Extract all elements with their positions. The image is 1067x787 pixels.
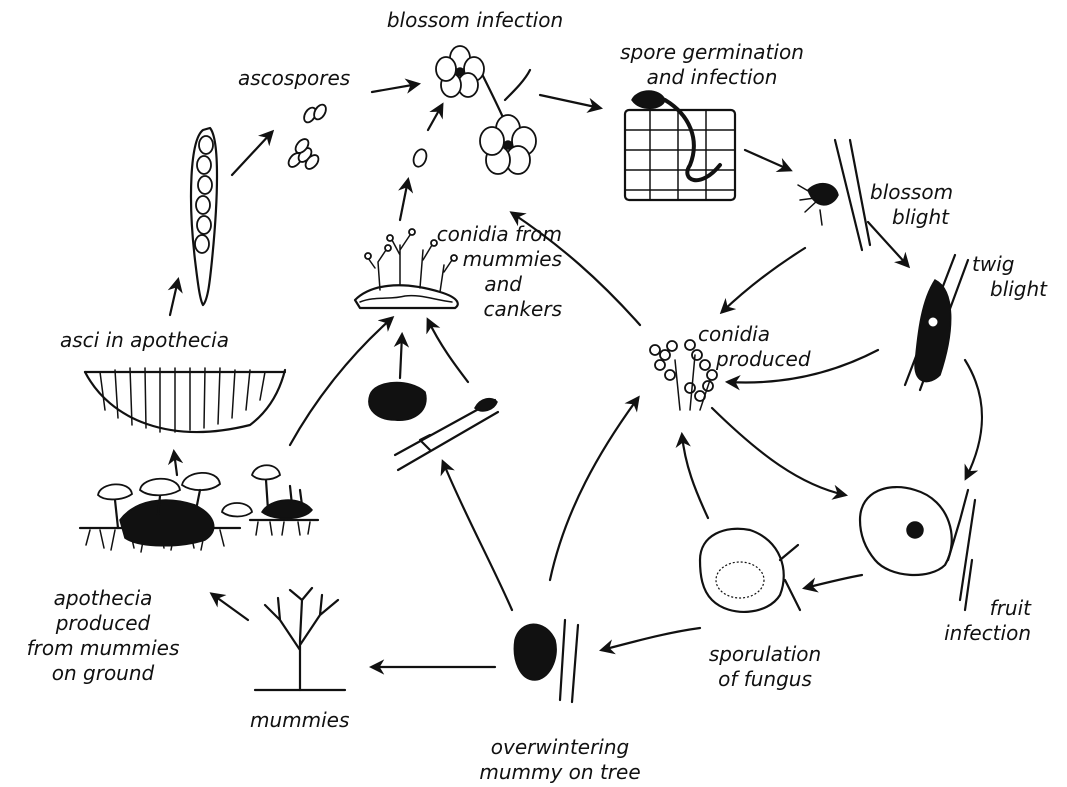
label-ascospores: ascospores: [238, 66, 350, 91]
label-line: spore germination: [592, 40, 832, 65]
overwintering-mummy-drawing: [514, 620, 578, 702]
blossom-flowers: [436, 46, 536, 174]
apothecia-on-ground: [80, 473, 252, 552]
fruit-infection-drawing: [860, 487, 975, 610]
label-overwintering: overwintering mummy on tree: [460, 735, 660, 785]
arrow-ascospores-to-blossom: [372, 84, 418, 92]
label-line: mummies: [390, 247, 562, 272]
label-spore-germination: spore germination and infection: [592, 40, 832, 90]
sporulating-fruit-drawing: [700, 529, 800, 612]
label-fruit-infection: fruit infection: [905, 596, 1031, 646]
ascospores-drawing: [286, 103, 429, 172]
label-asci-in-apothecia: asci in apothecia: [60, 328, 229, 353]
arrow-germination-to-blight: [745, 150, 790, 170]
twig-blight-drawing: [905, 255, 968, 390]
cycle-arrows: [170, 84, 982, 667]
label-line: conidia from: [390, 222, 562, 247]
arrow-ground-to-conidia-sources: [290, 318, 392, 445]
label-line: apothecia: [8, 586, 198, 611]
label-line: mummies: [250, 708, 349, 733]
blossom-blight-twig: [798, 140, 870, 250]
spore-germination-drawing: [625, 91, 735, 200]
label-twig-blight: twig blight: [962, 252, 1047, 302]
arrow-overwinter-to-mummy: [443, 462, 512, 610]
label-line: on ground: [8, 661, 198, 686]
label-line: of fungus: [690, 667, 840, 692]
arrow-blossom-to-germination: [540, 95, 600, 108]
arrow-blight-to-conidia: [722, 248, 805, 312]
label-line: blossom infection: [365, 8, 585, 33]
label-line: overwintering: [460, 735, 660, 760]
label-line: produced: [698, 347, 811, 372]
label-conidia-produced: conidia produced: [698, 322, 811, 372]
small-apothecia-on-ground: [250, 465, 318, 535]
label-mummies: mummies: [250, 708, 349, 733]
label-blossom-blight: blossom blight: [870, 180, 953, 230]
arrow-conidia-to-fruit: [712, 408, 845, 495]
arrow-ground-to-apothecia-asci: [174, 452, 177, 475]
arrow-sporulation-to-conidia: [682, 435, 708, 518]
label-line: and: [390, 272, 562, 297]
arrow-mummies-to-apothecia: [212, 594, 248, 620]
label-line: mummy on tree: [460, 760, 660, 785]
ascus-drawing: [191, 128, 217, 305]
label-line: from mummies: [8, 636, 198, 661]
label-line: blight: [962, 277, 1047, 302]
mummy-and-canker-drawing: [369, 383, 498, 470]
arrow-sporulation-to-overwinter: [602, 628, 700, 650]
label-line: infection: [905, 621, 1031, 646]
label-line: twig: [962, 252, 1047, 277]
arrow-twig-to-fruit: [965, 360, 982, 478]
arrow-overwinter-to-conidia: [550, 398, 638, 580]
label-line: ascospores: [238, 66, 350, 91]
arrow-canker-to-conidia: [428, 320, 468, 382]
arrow-fruit-to-sporulation: [805, 575, 862, 588]
label-line: asci in apothecia: [60, 328, 229, 353]
label-line: conidia: [698, 322, 811, 347]
apothecium-section: [85, 368, 285, 432]
arrow-conidia-up-a: [400, 180, 408, 220]
label-line: cankers: [390, 297, 562, 322]
label-sporulation: sporulation of fungus: [690, 642, 840, 692]
tree-drawing: [255, 588, 345, 690]
label-line: blight: [870, 205, 953, 230]
arrow-asci-to-ascospores: [232, 132, 272, 175]
label-blossom-infection: blossom infection: [365, 8, 585, 33]
label-conidia-from-mummies: conidia from mummies and cankers: [390, 222, 562, 322]
label-line: and infection: [592, 65, 832, 90]
arrow-mummy-to-conidia-a: [400, 335, 402, 378]
label-line: fruit: [905, 596, 1031, 621]
arrow-conidia-up-b: [428, 105, 442, 130]
label-line: sporulation: [690, 642, 840, 667]
label-apothecia-produced: apothecia produced from mummies on groun…: [8, 586, 198, 686]
arrow-apothecia-to-asci: [170, 280, 178, 315]
label-line: produced: [8, 611, 198, 636]
label-line: blossom: [870, 180, 953, 205]
